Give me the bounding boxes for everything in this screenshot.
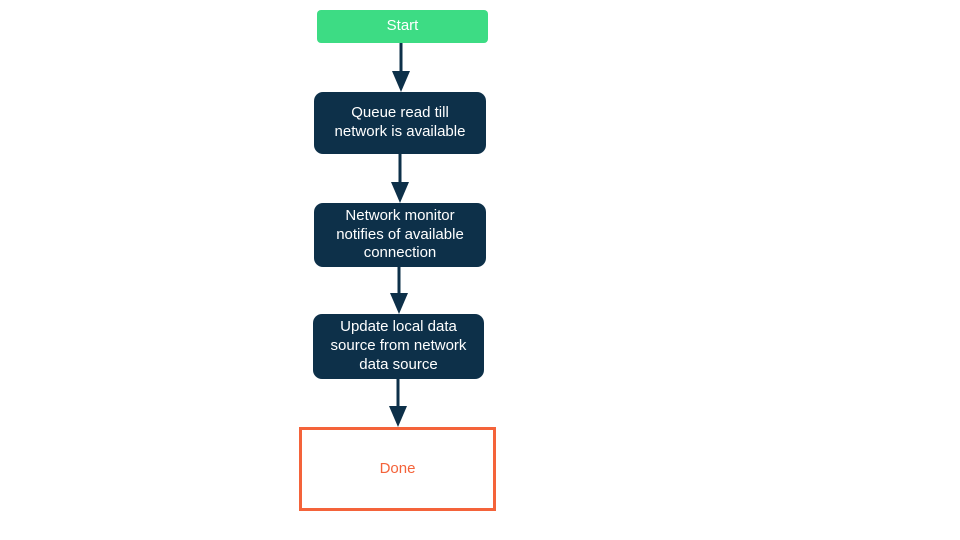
edge-network-monitor-to-update-local (390, 265, 408, 314)
node-done-label: Done (379, 459, 416, 477)
node-update-local-data-source-label: Update local data source from network da… (330, 318, 467, 373)
node-done[interactable]: Done (299, 427, 496, 511)
edge-update-local-to-done (389, 377, 407, 427)
node-queue-read[interactable]: Queue read till network is available (314, 92, 486, 154)
node-network-monitor[interactable]: Network monitor notifies of available co… (314, 203, 486, 267)
node-queue-read-label: Queue read till network is available (334, 104, 466, 140)
node-start[interactable]: Start (317, 10, 488, 43)
edge-queue-read-to-network-monitor (391, 152, 409, 203)
node-start-label: Start (386, 17, 419, 35)
node-update-local-data-source[interactable]: Update local data source from network da… (313, 314, 484, 379)
edge-start-to-queue-read (392, 41, 410, 92)
node-network-monitor-label: Network monitor notifies of available co… (336, 206, 464, 262)
